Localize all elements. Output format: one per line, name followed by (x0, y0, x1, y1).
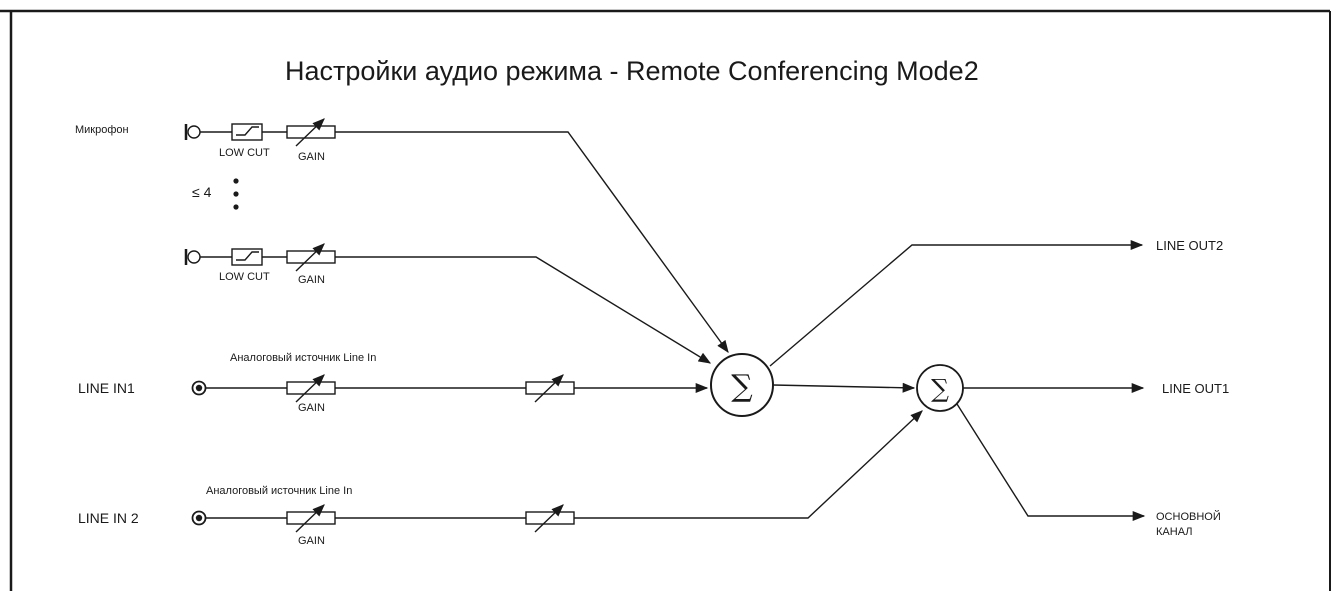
mic-count-indicator: ≤ 4 (192, 178, 239, 210)
low-cut-filter-icon (231, 248, 263, 266)
gain-label: GAIN (298, 402, 325, 414)
main-channel-line2: КАНАЛ (1156, 526, 1193, 538)
line-input-jack-icon (191, 510, 207, 526)
analog-source-label: Аналоговый источник Line In (230, 352, 376, 364)
low-cut-label: LOW CUT (219, 271, 270, 283)
gain-label: GAIN (298, 151, 325, 163)
mixer-1-summing-node: ∑ (710, 353, 774, 417)
low-cut-label: LOW CUT (219, 147, 270, 159)
level-potentiometer-icon (525, 374, 575, 403)
diagram-title: Настройки аудио режима - Remote Conferen… (285, 56, 979, 86)
line-in1-label: LINE IN1 (78, 380, 135, 396)
mic-channel-1: Микрофон LOW CUT GAIN (75, 118, 729, 354)
gain-potentiometer-icon (286, 374, 336, 403)
line-out2-label: LINE OUT2 (1156, 238, 1223, 253)
main-channel-line1: ОСНОВНОЙ (1156, 510, 1221, 523)
level-potentiometer-icon (525, 504, 575, 533)
gain-label: GAIN (298, 274, 325, 286)
mic-count-label: ≤ 4 (192, 184, 212, 200)
mixer-symbol: ∑ (731, 369, 753, 404)
line-in-2-channel: LINE IN 2 Аналоговый источник Line In GA… (78, 410, 923, 547)
line-in2-label: LINE IN 2 (78, 510, 139, 526)
mixer-symbol: ∑ (931, 374, 949, 403)
mic-channel-2: LOW CUT GAIN (184, 243, 712, 364)
line-input-jack-icon (191, 380, 207, 396)
line-out1-label: LINE OUT1 (1162, 381, 1229, 396)
gain-label: GAIN (298, 535, 325, 547)
low-cut-filter-icon (231, 123, 263, 141)
gain-potentiometer-icon (286, 504, 336, 533)
microphone-icon (184, 249, 201, 265)
analog-source-label: Аналоговый источник Line In (206, 485, 352, 497)
main-channel-label: ОСНОВНОЙ КАНАЛ (1156, 510, 1221, 538)
mic-label: Микрофон (75, 124, 129, 136)
gain-potentiometer-icon (286, 243, 336, 272)
line-in-1-channel: LINE IN1 Аналоговый источник Line In GAI… (78, 352, 709, 414)
diagram-border (0, 9, 1331, 591)
gain-potentiometer-icon (286, 118, 336, 147)
mixer-2-summing-node: ∑ (916, 364, 964, 412)
microphone-icon (184, 124, 201, 140)
